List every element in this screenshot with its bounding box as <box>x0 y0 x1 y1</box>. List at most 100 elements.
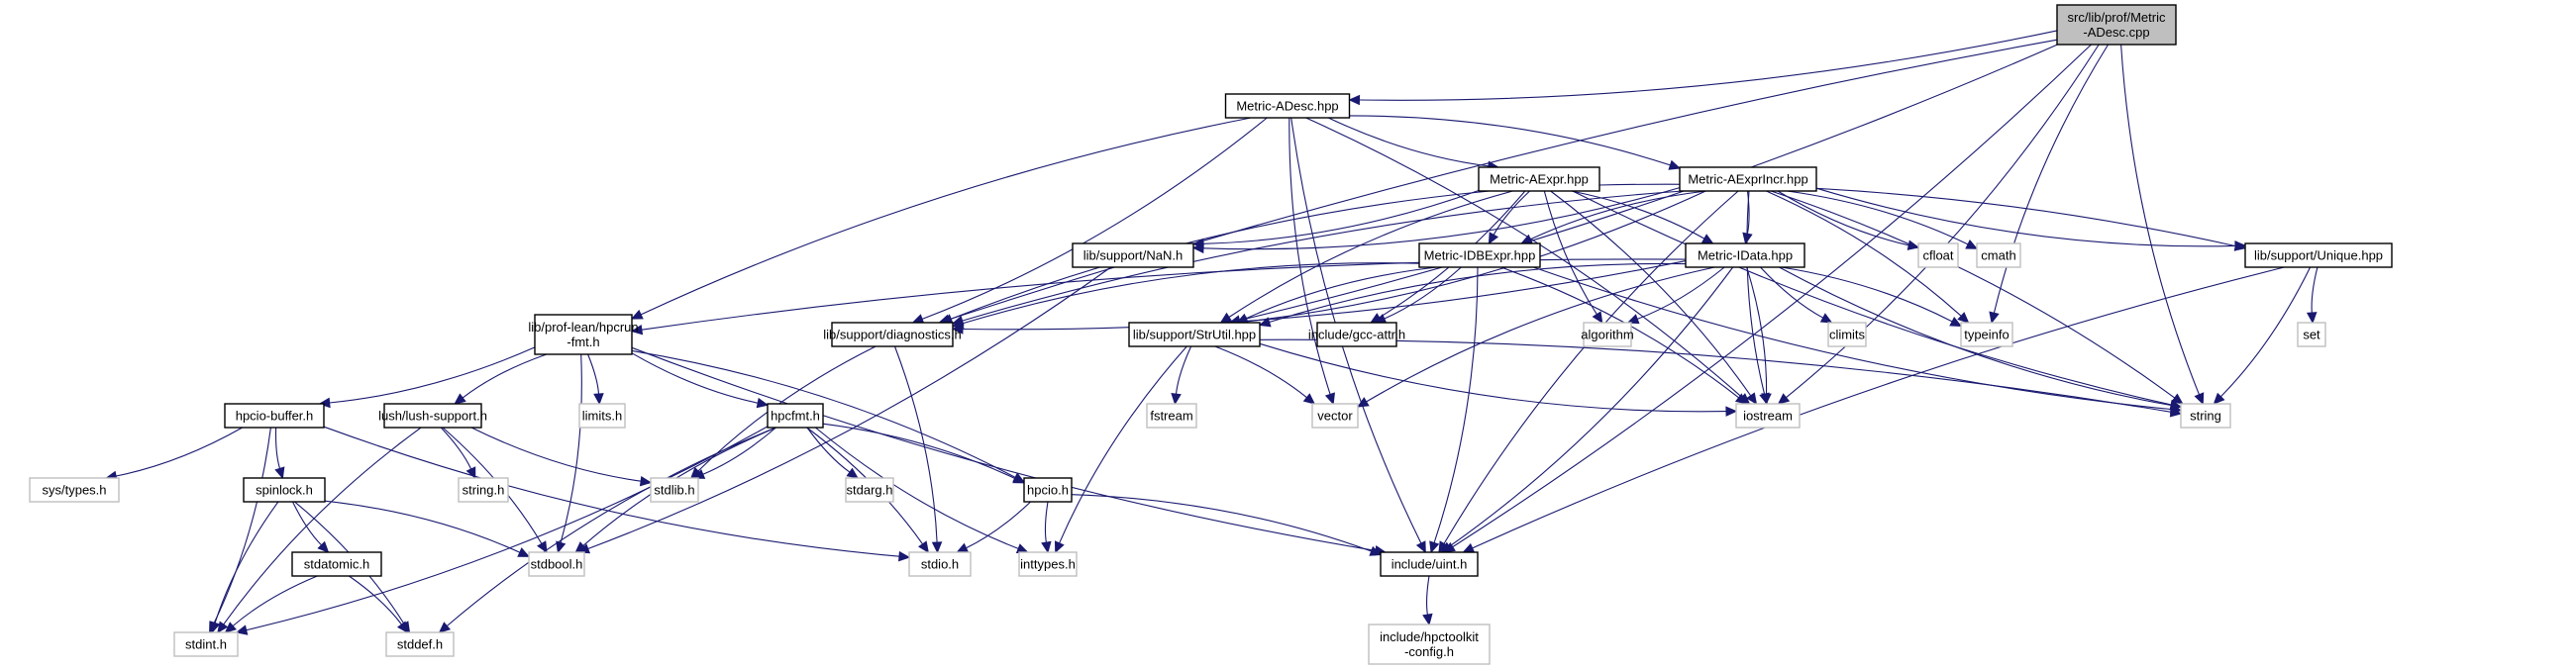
arrowhead-icon <box>2306 312 2318 325</box>
edge-hpcrunfmt-to-lush <box>462 353 548 399</box>
arrowhead-icon <box>217 621 229 633</box>
edge-strutil-to-inttypes <box>1059 345 1187 544</box>
node-box[interactable] <box>2056 4 2177 46</box>
arrowhead-icon <box>438 622 452 633</box>
node-box[interactable] <box>1316 322 1397 347</box>
edge-idata-to-diagnostics <box>962 260 1687 331</box>
node-adesc[interactable]: Metric-ADesc.hpp <box>1224 93 1351 119</box>
edge-aexprincr-to-strutil <box>1246 190 1706 323</box>
node-idata[interactable]: Metric-IData.hpp <box>1685 242 1805 268</box>
edge-lush-to-stringh <box>440 427 472 470</box>
edge-hpcfmt-to-stdint <box>246 426 769 631</box>
node-nan[interactable]: lib/support/NaN.h <box>1072 242 1194 268</box>
edge-stdatomic-to-stdint <box>232 575 318 626</box>
edge-hpcio-to-uint <box>1071 494 1372 552</box>
node-uint[interactable]: include/uint.h <box>1380 551 1479 577</box>
node-root[interactable]: src/lib/prof/Metric-ADesc.cpp <box>2056 4 2177 46</box>
arrowhead-icon <box>630 309 644 320</box>
node-label: string.h <box>463 483 505 498</box>
node-box[interactable] <box>1128 322 1261 347</box>
node-hpcrunfmt[interactable]: lib/prof-lean/hpcrun-fmt.h <box>528 314 639 355</box>
edge-idata-to-vector <box>1366 266 1715 403</box>
node-box[interactable] <box>1478 166 1600 192</box>
node-label: hpcio.h <box>1027 483 1069 498</box>
node-aexprincr[interactable]: Metric-AExprIncr.hpp <box>1679 166 1817 192</box>
arrowhead-icon <box>1819 313 1833 324</box>
node-box[interactable] <box>831 322 954 347</box>
node-box <box>1368 624 1491 665</box>
node-hpcio[interactable]: hpcio.h <box>1023 477 1073 503</box>
node-label: stdbool.h <box>531 557 583 572</box>
edge-lush-to-stdlib <box>470 427 642 482</box>
node-stdatomic[interactable]: stdatomic.h <box>291 551 382 577</box>
node-vector: vector <box>1311 403 1359 429</box>
arrowhead-icon <box>2169 400 2183 411</box>
node-label: limits.h <box>582 409 622 424</box>
node-box[interactable] <box>767 403 824 429</box>
edge-hpcfmt-to-stdlib <box>702 427 776 475</box>
edge-hpcfmt-to-stddef <box>446 427 776 626</box>
node-box <box>528 551 585 577</box>
node-box[interactable] <box>2244 242 2393 268</box>
node-box[interactable] <box>1380 551 1479 577</box>
node-set: set <box>2297 322 2326 347</box>
edge-hpcfmt-to-hpcio <box>822 423 1016 480</box>
node-lush[interactable]: lush/lush-support.h <box>378 403 487 429</box>
node-box[interactable] <box>291 551 382 577</box>
node-stringh: string.h <box>458 477 509 503</box>
arrowhead-icon <box>1219 312 1233 324</box>
arrowhead-icon <box>1012 473 1026 484</box>
node-systypes: sys/types.h <box>29 477 120 503</box>
arrowhead-icon <box>1258 317 1272 328</box>
node-box[interactable] <box>1224 93 1351 119</box>
node-unique[interactable]: lib/support/Unique.hpp <box>2244 242 2393 268</box>
node-hpctoolkitconfig: include/hpctoolkit-config.h <box>1368 624 1491 665</box>
arrowhead-icon <box>917 540 930 554</box>
edge-idata-to-string <box>1779 266 2172 407</box>
arrowhead-icon <box>465 466 476 480</box>
node-box[interactable] <box>1418 242 1541 268</box>
edge-aexprincr-to-unique <box>1815 187 2236 247</box>
node-box[interactable] <box>383 403 482 429</box>
edge-spinlock-to-stdint <box>214 501 279 624</box>
node-strutil[interactable]: lib/support/StrUtil.hpp <box>1128 322 1261 347</box>
node-box[interactable] <box>224 403 325 429</box>
edge-aexprincr-to-uint <box>1443 190 1739 544</box>
node-box[interactable] <box>1072 242 1194 268</box>
edge-hpciobuffer-to-spinlock <box>274 427 281 469</box>
node-spinlock[interactable]: spinlock.h <box>243 477 326 503</box>
node-label: sys/types.h <box>42 483 106 498</box>
arrowhead-icon <box>556 540 567 554</box>
node-box[interactable] <box>534 314 633 355</box>
node-gccattr[interactable]: include/gcc-attr.h <box>1308 322 1405 347</box>
node-box[interactable] <box>1685 242 1805 268</box>
arrowhead-icon <box>898 550 911 562</box>
node-box <box>1583 322 1632 347</box>
node-hpciobuffer[interactable]: hpcio-buffer.h <box>224 403 325 429</box>
node-box <box>908 551 972 577</box>
node-label: set <box>2303 328 2320 342</box>
node-label: vector <box>1317 409 1353 424</box>
node-iostream: iostream <box>1735 403 1801 429</box>
node-hpcfmt[interactable]: hpcfmt.h <box>767 403 824 429</box>
edge-adesc-to-vector <box>1288 117 1331 395</box>
node-diagnostics[interactable]: lib/support/diagnostics.h <box>823 322 962 347</box>
edge-aexprincr-to-nan <box>1202 187 1681 250</box>
edge-adesc-to-aexpr <box>1327 117 1489 167</box>
node-label: lib/support/Unique.hpp <box>2254 248 2383 263</box>
node-box[interactable] <box>243 477 326 503</box>
edge-hpcio-to-stdio <box>966 501 1031 549</box>
node-idbexpr[interactable]: Metric-IDBExpr.hpp <box>1418 242 1541 268</box>
edge-root-to-iostream <box>1786 44 2100 399</box>
node-box[interactable] <box>1679 166 1817 192</box>
node-aexpr[interactable]: Metric-AExpr.hpp <box>1478 166 1600 192</box>
arrowhead-icon <box>1302 393 1316 405</box>
edge-root-to-uint <box>1452 44 2092 548</box>
arrowhead-icon <box>235 624 249 635</box>
arrowhead-icon <box>956 542 970 553</box>
arrowhead-icon <box>1462 542 1476 553</box>
arrowhead-icon <box>2234 240 2247 251</box>
edge-root-to-typeinfo <box>1993 44 2110 314</box>
node-box <box>173 631 239 657</box>
node-box[interactable] <box>1023 477 1073 503</box>
